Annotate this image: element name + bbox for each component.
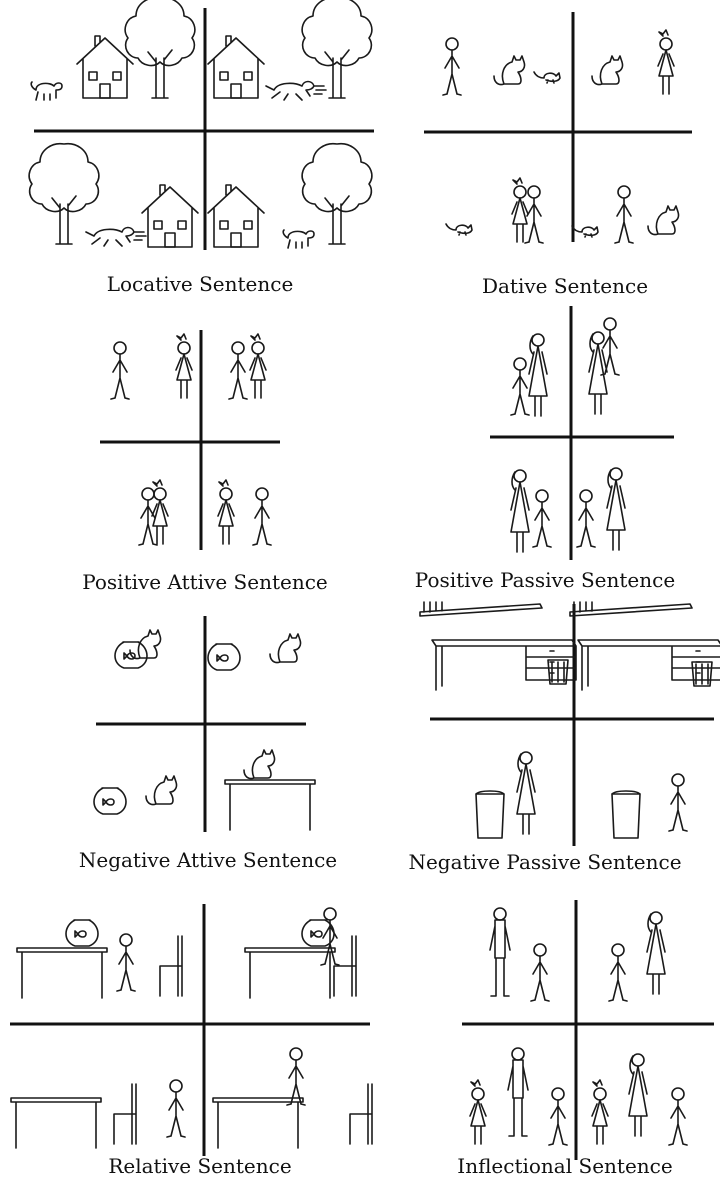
fishbowl-icon — [93, 787, 127, 815]
child-icon — [608, 943, 628, 1002]
child-icon — [110, 341, 130, 400]
child-icon — [442, 37, 462, 96]
child-icon — [249, 333, 267, 399]
child-icon — [510, 357, 530, 416]
woman-icon — [628, 1053, 648, 1137]
man-icon — [507, 1047, 529, 1137]
child-icon — [532, 489, 552, 548]
child-icon — [116, 933, 136, 992]
chair-icon — [333, 935, 357, 997]
house-icon — [141, 184, 199, 248]
caption-relative: Relative Sentence — [108, 1154, 292, 1178]
caption-positive-attive: Positive Attive Sentence — [82, 570, 328, 594]
child-icon — [657, 29, 675, 95]
dative-panel: Dative Sentence — [370, 0, 720, 300]
woman-icon — [510, 469, 530, 553]
negative-attive-scene — [93, 616, 316, 832]
woman-icon — [606, 467, 626, 551]
child-icon — [217, 479, 235, 545]
child-icon — [548, 1087, 568, 1146]
positive-attive-scene — [100, 330, 280, 550]
woman-icon — [516, 751, 536, 835]
child-icon — [576, 489, 596, 548]
mouse-icon — [445, 223, 473, 236]
positive-passive-scene — [490, 306, 674, 560]
relative-scene — [10, 904, 373, 1156]
dog-icon — [30, 81, 63, 101]
mouse-icon — [571, 225, 599, 238]
child-icon — [614, 185, 634, 244]
dog-icon — [265, 80, 327, 101]
tree-icon — [28, 142, 100, 245]
fishbowl-icon — [207, 643, 241, 671]
dog-icon — [85, 226, 147, 247]
fishbowl-icon — [65, 919, 99, 947]
cat-icon — [145, 775, 178, 806]
cat-icon — [493, 55, 526, 86]
house-icon — [207, 35, 265, 99]
man-icon — [489, 907, 511, 997]
table-icon — [16, 947, 108, 999]
locative-scene — [28, 0, 374, 250]
child-icon — [600, 317, 620, 376]
caption-dative: Dative Sentence — [481, 274, 649, 298]
chair-icon — [159, 935, 183, 997]
house-icon — [76, 35, 134, 99]
house-icon — [207, 184, 265, 248]
caption-negative-attive: Negative Attive Sentence — [78, 848, 338, 872]
negative-passive-panel: Negative Passive Sentence — [370, 600, 720, 890]
caption-inflectional: Inflectional Sentence — [457, 1154, 673, 1178]
desk-icon — [577, 639, 720, 691]
child-icon — [524, 185, 544, 244]
caption-negative-passive: Negative Passive Sentence — [408, 850, 682, 874]
tree-icon — [301, 142, 373, 245]
inflectional-scene — [462, 900, 714, 1160]
table-icon — [244, 947, 336, 999]
child-icon — [228, 341, 248, 400]
child-icon — [286, 1047, 306, 1106]
relative-panel: Relative Sentence — [0, 890, 373, 1184]
chair-icon — [113, 1083, 137, 1145]
chair-icon — [349, 1083, 373, 1145]
shelf-icon — [419, 601, 543, 617]
locative-panel: Locative Sentence — [0, 0, 374, 300]
cat-icon — [243, 749, 276, 780]
child-icon — [175, 333, 193, 399]
cat-icon — [269, 633, 302, 664]
cat-icon — [591, 55, 624, 86]
dog-icon — [282, 229, 315, 249]
table-icon — [224, 779, 316, 831]
positive-attive-panel: Positive Attive Sentence — [0, 300, 370, 600]
woman-icon — [528, 333, 548, 417]
child-icon — [166, 1079, 186, 1138]
table-icon — [212, 1097, 304, 1149]
positive-passive-panel: Positive Passive Sentence — [370, 300, 720, 600]
child-icon — [668, 1087, 688, 1146]
cat-icon — [647, 205, 680, 236]
desk-icon — [431, 639, 577, 691]
caption-locative: Locative Sentence — [106, 272, 294, 296]
child-icon — [511, 177, 529, 243]
mouse-icon — [533, 71, 561, 84]
tree-icon — [124, 0, 196, 99]
inflectional-panel: Inflectional Sentence — [370, 890, 720, 1184]
child-icon — [530, 943, 550, 1002]
dative-scene — [424, 12, 692, 244]
child-icon — [252, 487, 272, 546]
child-icon — [668, 773, 688, 832]
caption-positive-passive: Positive Passive Sentence — [414, 568, 676, 592]
table-icon — [10, 1097, 102, 1149]
trash-can-icon — [691, 661, 713, 687]
child-icon — [151, 479, 169, 545]
negative-attive-panel: Negative Attive Sentence — [0, 600, 370, 890]
trash-can-icon — [475, 790, 505, 839]
shelf-icon — [569, 601, 693, 617]
negative-passive-scene — [419, 601, 720, 846]
child-icon — [469, 1079, 487, 1145]
child-icon — [591, 1079, 609, 1145]
trash-can-icon — [611, 790, 641, 839]
woman-icon — [646, 911, 666, 995]
